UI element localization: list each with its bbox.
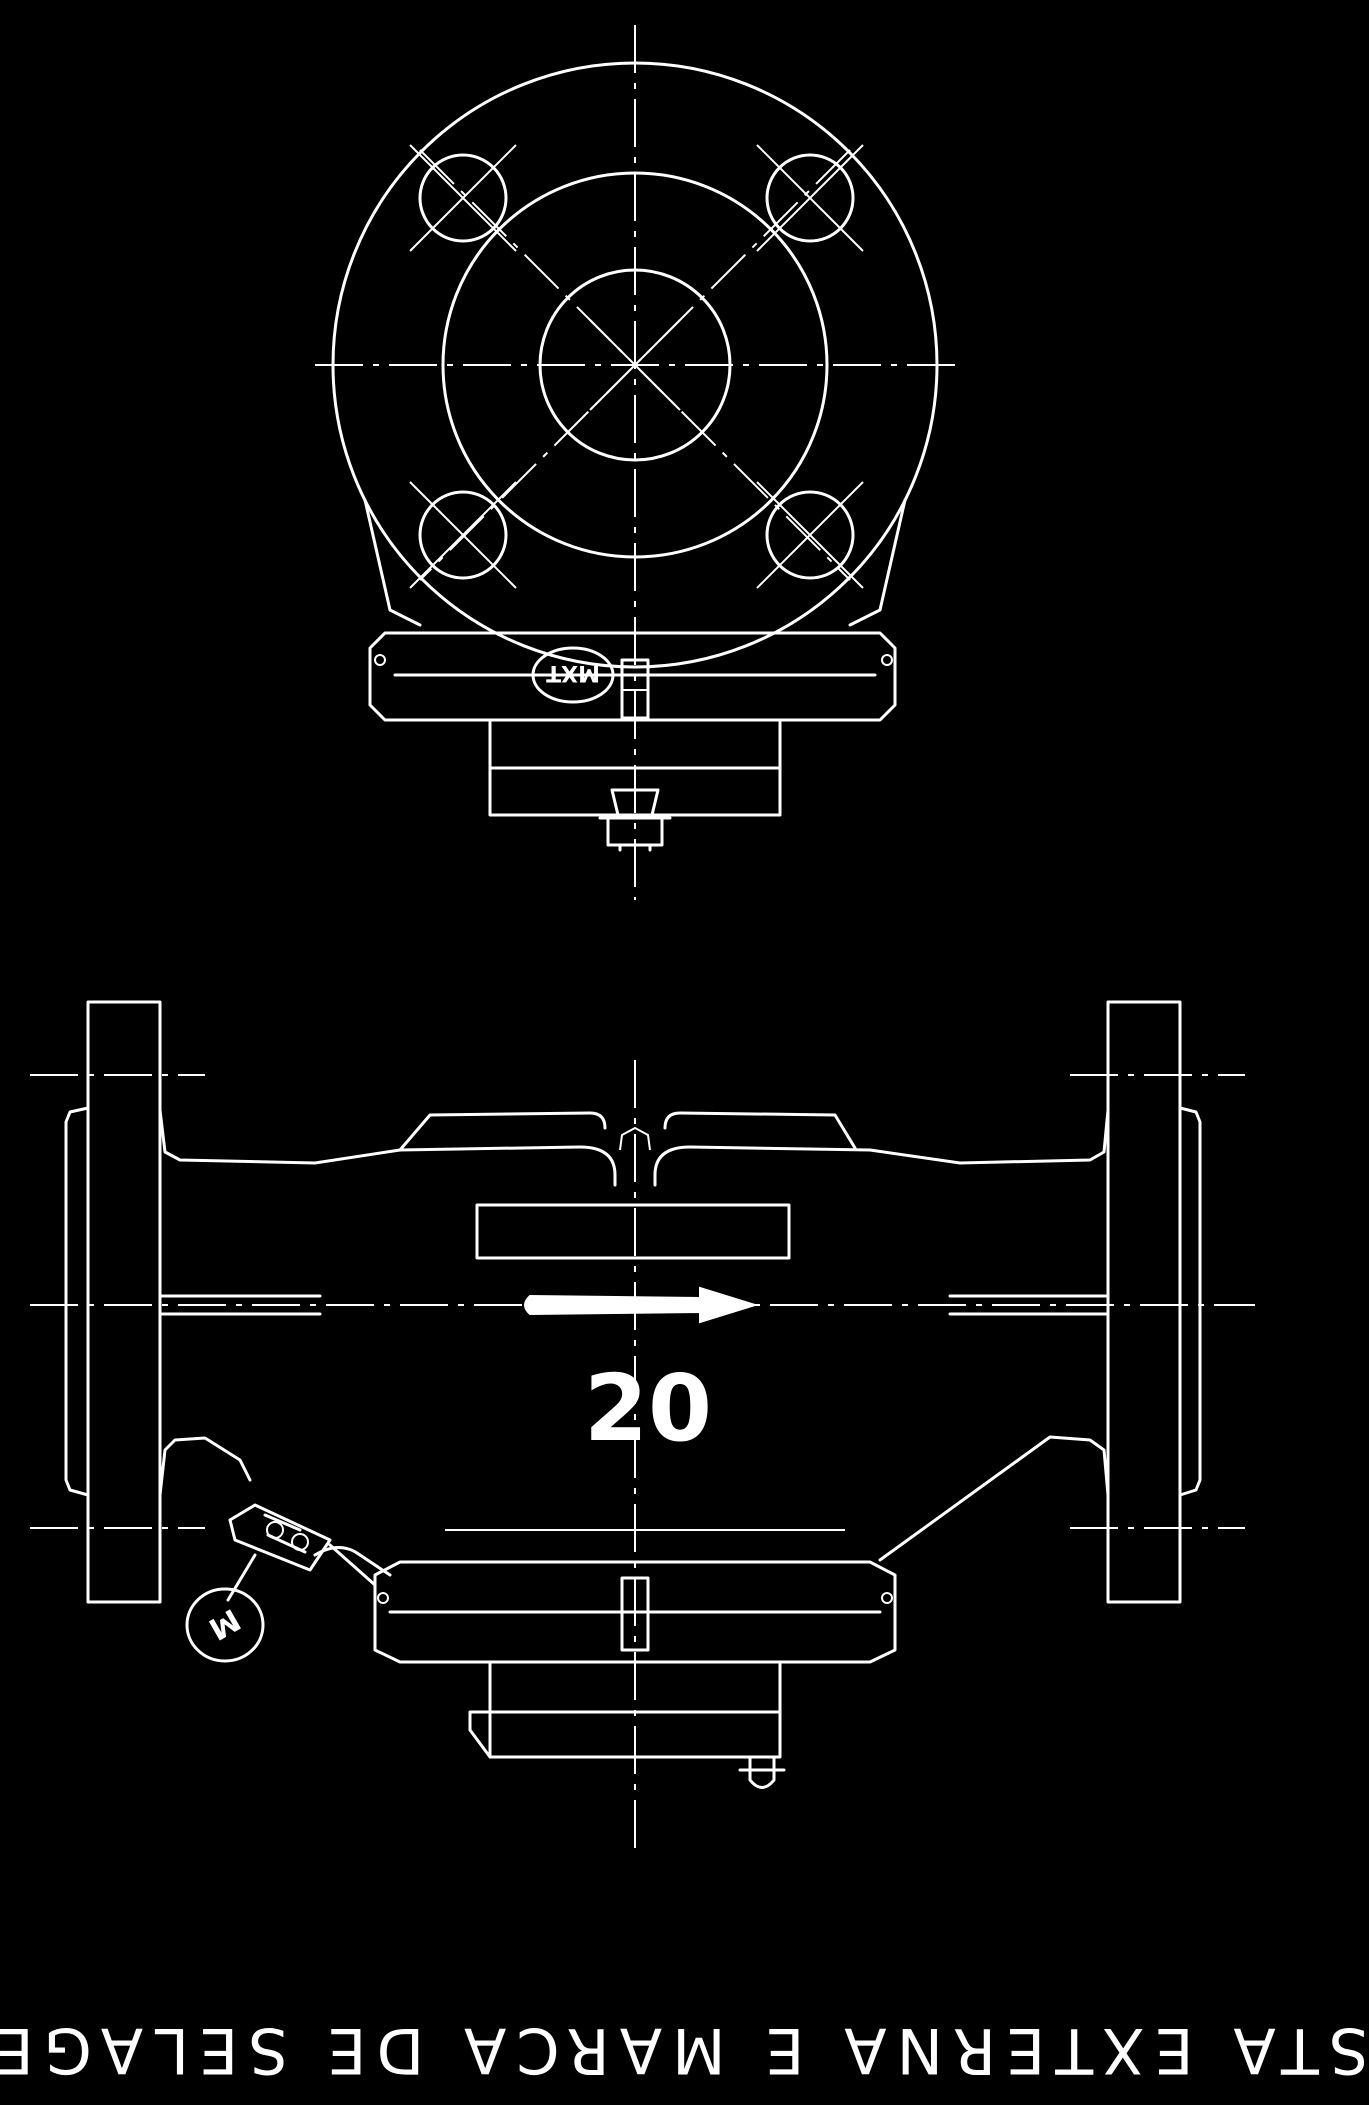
flange-outer-circle <box>331 61 939 669</box>
side-view: 20 M <box>30 1000 1255 1855</box>
flange-bore-circle <box>538 268 732 462</box>
meter-body-outline-side <box>158 1108 1110 1562</box>
test-plug-top <box>598 788 672 852</box>
meter-body-outline-top <box>363 498 907 627</box>
top-view: MXT <box>315 25 960 900</box>
seal-mark-top: MXT <box>531 646 615 704</box>
flange-raised-face-circle <box>441 171 829 559</box>
totalizer-block-side <box>468 1660 786 1789</box>
inlet-flange <box>86 1000 162 1604</box>
bolt-hole-bottom-left <box>409 481 517 589</box>
register-housing-top <box>368 631 897 722</box>
rating-plate <box>475 1203 791 1260</box>
flow-direction-arrow <box>524 1286 759 1324</box>
bolt-hole-bottom-right <box>756 481 864 589</box>
seal-mark-side: M <box>185 1587 265 1663</box>
bore-cross-line-2 <box>589 319 681 411</box>
seal-mark-side-label: M <box>203 1601 246 1646</box>
seal-mark-top-label: MXT <box>546 660 600 685</box>
bolt-hole-top-right <box>756 144 864 252</box>
drawing-caption: VISTA EXTERNA E MARCA DE SELAGEM <box>0 2014 1369 2087</box>
register-housing-side <box>373 1560 897 1664</box>
body-top-boss <box>398 1111 857 1152</box>
seal-wire-assembly <box>226 1503 392 1602</box>
nominal-size-label: 20 <box>584 1355 712 1462</box>
outlet-flange <box>1106 1000 1182 1604</box>
bolt-hole-top-left <box>409 144 517 252</box>
